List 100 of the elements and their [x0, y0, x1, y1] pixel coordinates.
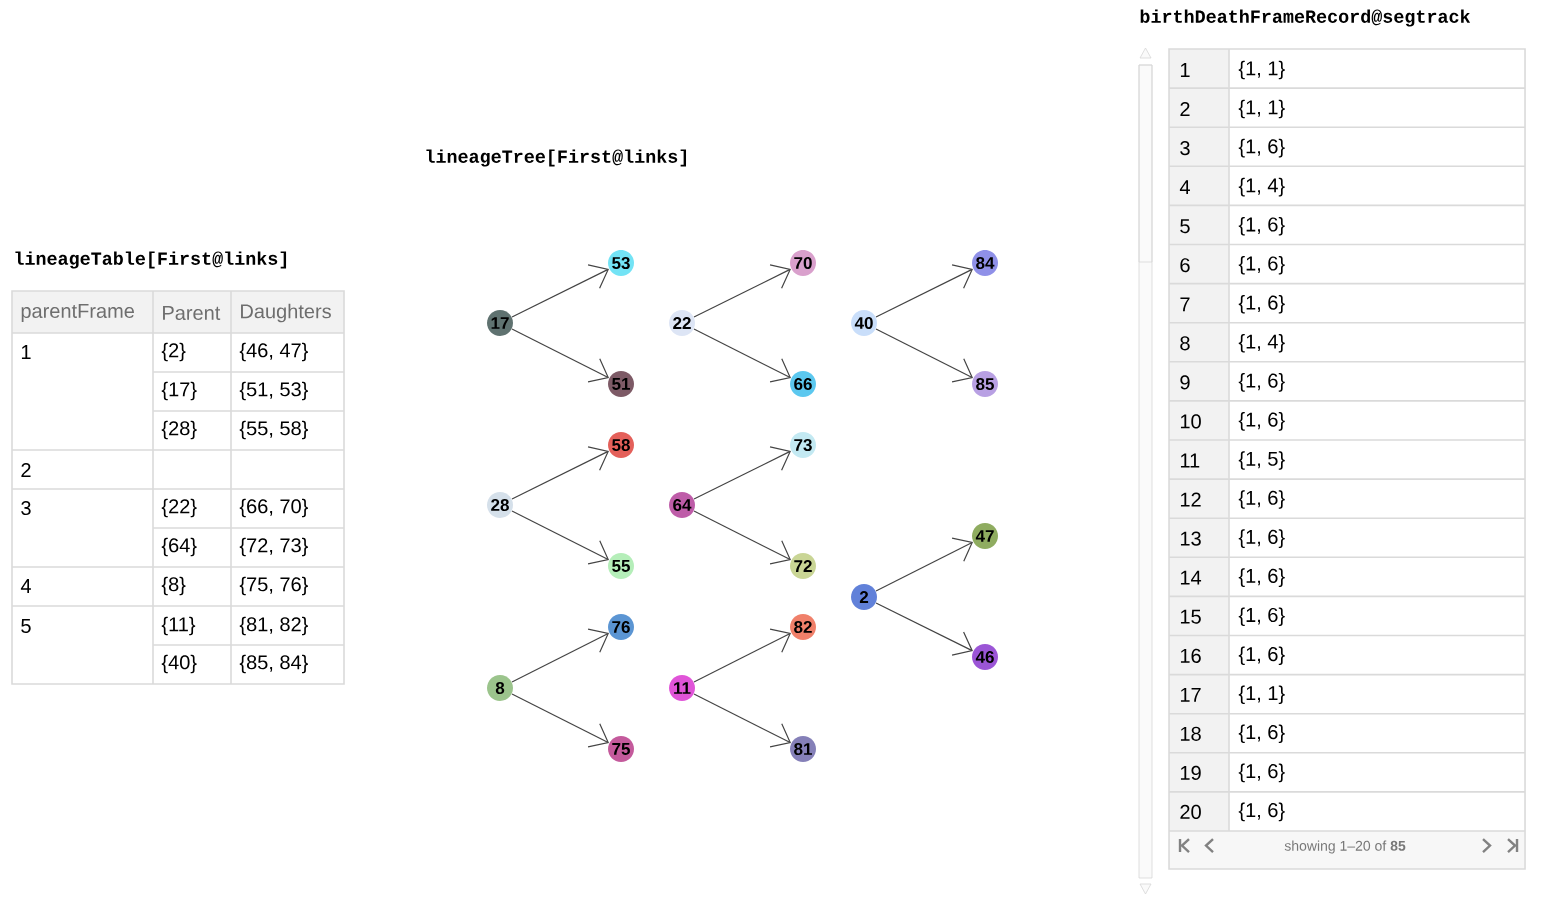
- circle-node: 51: [608, 371, 634, 397]
- table-entry: {1, 6}: [1238, 373, 1285, 392]
- table-entry: {17}: [161, 381, 197, 401]
- arrow: [693, 446, 791, 500]
- table-entry: {55, 58}: [239, 420, 308, 440]
- table-entry: {8}: [161, 576, 186, 596]
- row-number: 12: [1180, 492, 1201, 507]
- arrow: [693, 264, 791, 318]
- row-number: 19: [1180, 765, 1201, 780]
- table-entry: {1, 6}: [1238, 802, 1285, 822]
- table-entry: {1, 6}: [1238, 295, 1285, 314]
- row-number: 4: [1179, 180, 1190, 194]
- code-heading: lineageTree[First@links]: [426, 149, 686, 167]
- code-heading: lineageTable[First@links]: [15, 251, 287, 269]
- frame-number: 2: [21, 463, 31, 477]
- arrow: [693, 628, 792, 683]
- circle-node: 70: [790, 250, 816, 276]
- circle-node: 73: [790, 432, 816, 458]
- arrow: [511, 693, 610, 748]
- row-number: 6: [1180, 258, 1190, 273]
- table-entry: {1, 6}: [1238, 646, 1285, 666]
- frame-number: 4: [20, 579, 31, 593]
- arrow: [511, 264, 609, 318]
- row-number: 16: [1180, 648, 1201, 663]
- arrow: [875, 328, 974, 383]
- arrow: [875, 602, 973, 656]
- row-number: 11: [1180, 453, 1200, 468]
- circle-node: 8: [487, 675, 513, 701]
- table-entry: {22}: [161, 498, 197, 518]
- row-number: 3: [1180, 141, 1190, 156]
- table-entry: {1, 6}: [1238, 255, 1285, 275]
- table-entry: {11}: [161, 616, 196, 636]
- arrow: [511, 510, 610, 565]
- table-entry: {81, 82}: [239, 616, 308, 636]
- row-number: 5: [1180, 219, 1190, 234]
- row-number: 8: [1180, 336, 1190, 351]
- pager-text: showing 1–20 of 85: [1284, 840, 1406, 854]
- table-entry: {1, 6}: [1238, 529, 1285, 548]
- row-number: 18: [1180, 726, 1201, 741]
- table-entry: {1, 6}: [1238, 216, 1285, 236]
- table-entry: {64}: [161, 537, 197, 557]
- arrow: [693, 510, 792, 565]
- circle-node: 81: [790, 736, 816, 762]
- row-number: 14: [1180, 570, 1202, 585]
- table-entry: {1, 6}: [1238, 724, 1285, 744]
- circle-node: 11: [669, 675, 695, 701]
- circle-node: 53: [608, 250, 634, 276]
- table-entry: {1, 4}: [1238, 177, 1285, 197]
- circle-node: 40: [851, 310, 877, 336]
- table-entry: {85, 84}: [239, 654, 308, 674]
- row-number: 20: [1180, 804, 1201, 819]
- circle-node: 76: [608, 614, 634, 640]
- table-entry: {51, 53}: [239, 381, 308, 401]
- frame-number: 1: [21, 345, 31, 359]
- row-number: 17: [1180, 687, 1201, 702]
- table-entry: {1, 5}: [1238, 451, 1285, 470]
- arrow: [693, 328, 792, 383]
- arrow: [693, 693, 792, 748]
- circle-node: 66: [790, 371, 816, 397]
- circle-node: 58: [608, 432, 634, 458]
- circle-node: 75: [608, 736, 634, 762]
- table-entry: {75, 76}: [239, 576, 308, 596]
- table-entry: {1, 1}: [1238, 99, 1285, 119]
- circle-node: 82: [790, 614, 816, 640]
- table-entry: {46, 47}: [239, 342, 308, 362]
- table-entry: {1, 4}: [1238, 334, 1285, 353]
- table-entry: {1, 1}: [1238, 60, 1285, 80]
- row-number: 10: [1180, 414, 1201, 429]
- arrow: [875, 264, 973, 318]
- circle-node: 72: [790, 553, 816, 579]
- table-entry: {1, 6}: [1238, 412, 1285, 431]
- circle-node: 28: [487, 492, 513, 518]
- arrow: [511, 446, 609, 500]
- table-entry: {1, 6}: [1238, 763, 1285, 783]
- row-number: 15: [1180, 609, 1201, 624]
- table-entry: {1, 6}: [1238, 568, 1285, 587]
- table-entry: {72, 73}: [239, 537, 308, 557]
- code-heading: birthDeathFrameRecord@segtrack: [1140, 9, 1471, 27]
- circle-node: 47: [972, 523, 998, 549]
- circle-node: 85: [972, 371, 998, 397]
- table-entry: {1, 1}: [1238, 685, 1285, 705]
- table-entry: {40}: [161, 654, 197, 674]
- arrow: [511, 628, 610, 683]
- row-number: 7: [1180, 297, 1190, 312]
- frame-number: 5: [21, 619, 31, 633]
- table-entry: {1, 6}: [1238, 607, 1285, 626]
- circle-node: 84: [972, 250, 998, 276]
- row-number: 9: [1180, 375, 1190, 390]
- frame-number: 3: [21, 500, 31, 516]
- circle-node: 55: [608, 553, 634, 579]
- table-entry: {2}: [161, 342, 186, 362]
- arrow: [511, 328, 610, 383]
- table-entry: {1, 6}: [1238, 490, 1285, 509]
- table-entry: {1, 6}: [1238, 138, 1285, 158]
- circle-node: 64: [669, 492, 695, 518]
- column-header: Daughters: [241, 303, 331, 323]
- circle-node: 17: [487, 310, 513, 336]
- circle-node: 46: [972, 644, 998, 670]
- arrow: [875, 537, 974, 592]
- row-number: 1: [1180, 63, 1190, 77]
